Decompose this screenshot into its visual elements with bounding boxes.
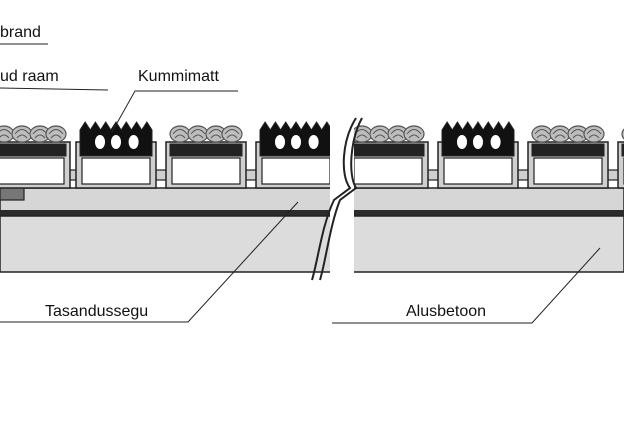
brush-base	[621, 143, 624, 157]
brush-base	[351, 143, 425, 157]
label-base-concrete: Alusbetoon	[406, 303, 487, 320]
profile-7-brush	[527, 125, 609, 189]
profile-2-rubber	[75, 121, 157, 189]
brush-curl-1	[534, 129, 550, 139]
profile-slab	[171, 157, 241, 185]
profile-slab	[0, 157, 65, 185]
brush-curl-4	[224, 129, 240, 139]
base-concrete-layer	[0, 215, 624, 273]
brush-base	[531, 143, 605, 157]
brush-base	[0, 143, 67, 157]
profile-slab	[533, 157, 603, 185]
brush-curl-4	[48, 129, 64, 139]
brush-curl-4	[586, 129, 602, 139]
label-frame: ud raam	[0, 68, 59, 85]
brush-curl-1	[172, 129, 188, 139]
brush-curl-2	[372, 129, 388, 139]
brush-curl-2	[552, 129, 568, 139]
rubber-hole-3	[308, 135, 319, 149]
rubber-hole-1	[95, 135, 105, 149]
brush-curl-2	[14, 129, 30, 139]
profile-slab	[81, 157, 151, 185]
profile-5-brush	[347, 125, 429, 189]
brush-curl-1	[0, 129, 12, 139]
break-symbol	[311, 112, 363, 284]
profiles-group	[0, 121, 624, 189]
profile-8-brush	[617, 128, 624, 189]
profile-4-rubber	[255, 121, 337, 189]
frame-leader	[0, 87, 109, 91]
label-rubber-mat: Kummimatt	[138, 68, 219, 85]
profile-tray	[617, 141, 624, 189]
leveling-screed-layer	[0, 187, 624, 213]
rubber-hole-2	[111, 135, 121, 149]
brush-curl-4	[406, 129, 422, 139]
profile-1-brush	[0, 125, 71, 189]
rubber-hole-1	[457, 135, 467, 149]
separator-band	[0, 210, 624, 216]
base-concrete-leader	[332, 247, 601, 324]
label-brand: brand	[0, 24, 41, 41]
leader-lines	[0, 43, 601, 324]
brush-base	[169, 143, 243, 157]
rubber-hole-3	[128, 135, 139, 149]
leveling-screed-leader	[0, 201, 299, 323]
profile-3-brush	[165, 125, 247, 189]
brush-curl-2	[190, 129, 206, 139]
profile-slab	[261, 157, 331, 185]
rubber-mat-leader	[111, 90, 238, 133]
profile-slab	[353, 157, 423, 185]
rubber-hole-2	[291, 135, 301, 149]
rubber-hole-2	[473, 135, 483, 149]
profile-slab	[443, 157, 513, 185]
rubber-hole-1	[275, 135, 285, 149]
rubber-hole-3	[490, 135, 501, 149]
profile-6-rubber	[437, 121, 519, 189]
label-leveling-screed: Tasandussegu	[45, 303, 149, 320]
